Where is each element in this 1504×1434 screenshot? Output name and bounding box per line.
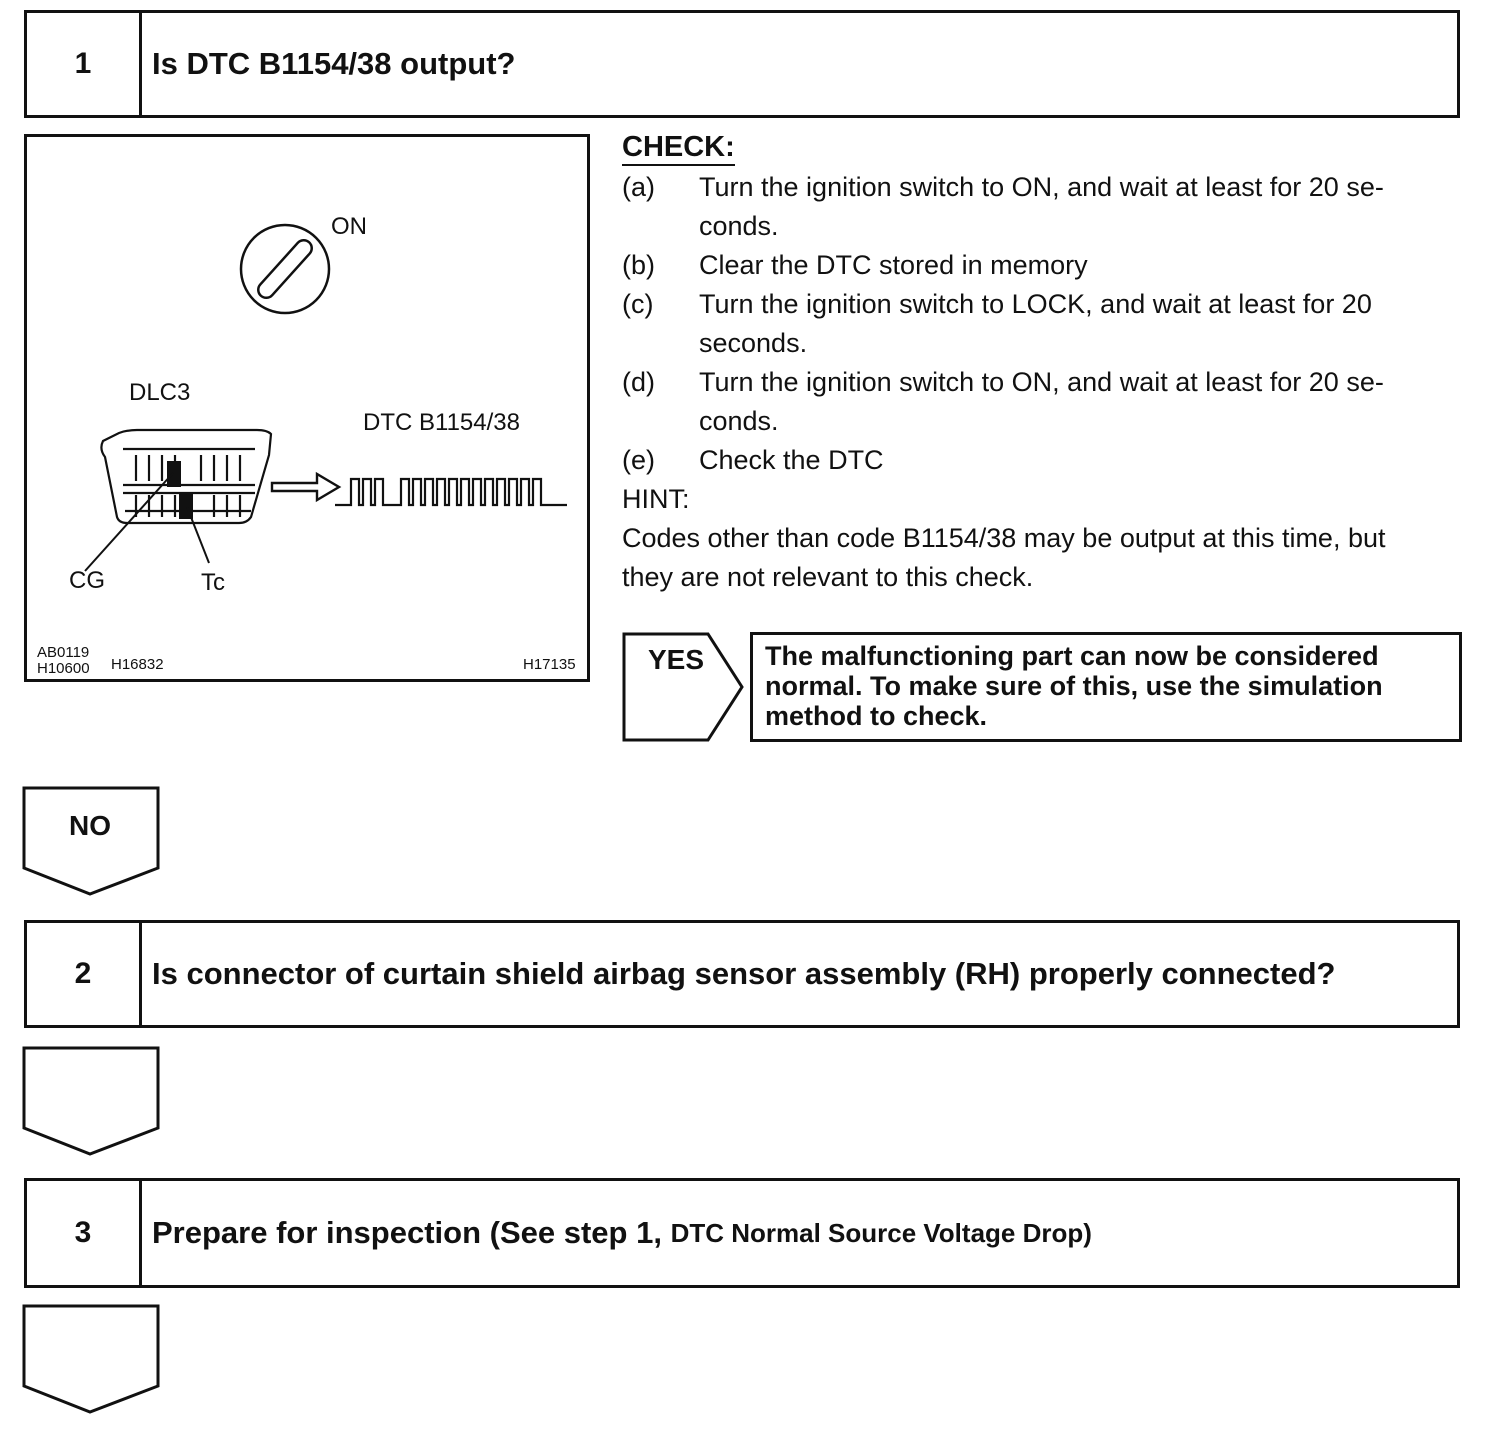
check-heading: CHECK: (622, 130, 735, 166)
step-1-title: Is DTC B1154/38 output? (152, 46, 516, 81)
step-2-title: Is connector of curtain shield airbag se… (152, 956, 1336, 991)
hint-label: HINT: (622, 484, 690, 514)
check-item-text: Turn the ignition switch to ON, and wait… (699, 172, 1384, 202)
step-2-number: 2 (27, 923, 142, 1025)
check-item-text: Turn the ignition switch to ON, and wait… (699, 367, 1384, 397)
tc-terminal-label: Tc (201, 569, 225, 596)
figure-code-h10600: H10600 (37, 660, 90, 677)
ignition-switch-icon (239, 223, 331, 315)
step-3-title-small: DTC Normal Source Voltage Drop) (670, 1217, 1092, 1248)
arrow-right-icon (270, 471, 342, 503)
step-3-box: 3 Prepare for inspection (See step 1, DT… (24, 1178, 1460, 1288)
check-item-label: (c) (622, 289, 654, 319)
check-item-label: (d) (622, 367, 655, 397)
yes-arrow-icon (622, 632, 744, 742)
yes-result-box: The malfunctioning part can now be consi… (750, 632, 1462, 742)
check-item-text: Check the DTC (699, 445, 884, 475)
down-arrow-icon (22, 1046, 160, 1156)
check-procedure: (a) Turn the ignition switch to ON, and … (622, 168, 1464, 597)
yes-result-line-3: method to check. (765, 701, 988, 731)
step-3-title: Prepare for inspection (See step 1, DTC … (152, 1181, 1447, 1285)
check-item: (a) Turn the ignition switch to ON, and … (622, 168, 1464, 246)
pulse-waveform-icon (335, 477, 567, 507)
no-label: NO (69, 810, 111, 841)
check-item: (c) Turn the ignition switch to LOCK, an… (622, 285, 1464, 363)
hint-text-line-2: they are not relevant to this check. (622, 562, 1034, 592)
yes-label: YES (648, 644, 705, 675)
figure-code-ab0119: AB0119 (37, 644, 90, 661)
step-1-box: 1 Is DTC B1154/38 output? (24, 10, 1460, 118)
check-item-text-cont: conds. (699, 406, 779, 436)
check-item-text: Turn the ignition switch to LOCK, and wa… (699, 289, 1372, 319)
step-2-box: 2 Is connector of curtain shield airbag … (24, 920, 1460, 1028)
check-item-text: Clear the DTC stored in memory (699, 250, 1088, 280)
dlc3-illustration: ON DLC3 DTC B1154/38 CG Tc AB0119 H10600… (24, 134, 590, 682)
dlc3-connector-icon (100, 428, 273, 525)
no-branch-arrow: NO (22, 786, 162, 898)
check-item: (d) Turn the ignition switch to ON, and … (622, 363, 1464, 441)
yes-result-line-1: The malfunctioning part can now be consi… (765, 641, 1379, 671)
cg-terminal-label: CG (69, 567, 105, 594)
yes-result-line-2: normal. To make sure of this, use the si… (765, 671, 1383, 701)
step-1-number: 1 (27, 13, 142, 115)
check-item-text-cont: conds. (699, 211, 779, 241)
check-item-label: (e) (622, 445, 655, 475)
step-2-down-arrow (22, 1046, 162, 1158)
down-arrow-icon (22, 786, 160, 896)
check-item: (e) Check the DTC (622, 441, 1464, 480)
check-item-label: (b) (622, 250, 655, 280)
down-arrow-icon (22, 1304, 160, 1414)
step-3-down-arrow (22, 1304, 162, 1416)
illustration-drawing (84, 223, 567, 572)
check-item-text-cont: seconds. (699, 328, 808, 358)
figure-code-h17135: H17135 (523, 656, 576, 673)
step-3-title-main: Prepare for inspection (See step 1, (152, 1215, 671, 1250)
dtc-waveform-label: DTC B1154/38 (363, 409, 520, 436)
step-3-number: 3 (27, 1181, 142, 1285)
check-item-label: (a) (622, 172, 655, 202)
figure-code-h16832: H16832 (111, 656, 164, 673)
ignition-on-label: ON (331, 213, 367, 240)
check-item: (b) Clear the DTC stored in memory (622, 246, 1464, 285)
yes-branch-arrow: YES (622, 632, 748, 742)
dlc3-label: DLC3 (129, 379, 191, 406)
hint-text-line-1: Codes other than code B1154/38 may be ou… (622, 523, 1386, 553)
